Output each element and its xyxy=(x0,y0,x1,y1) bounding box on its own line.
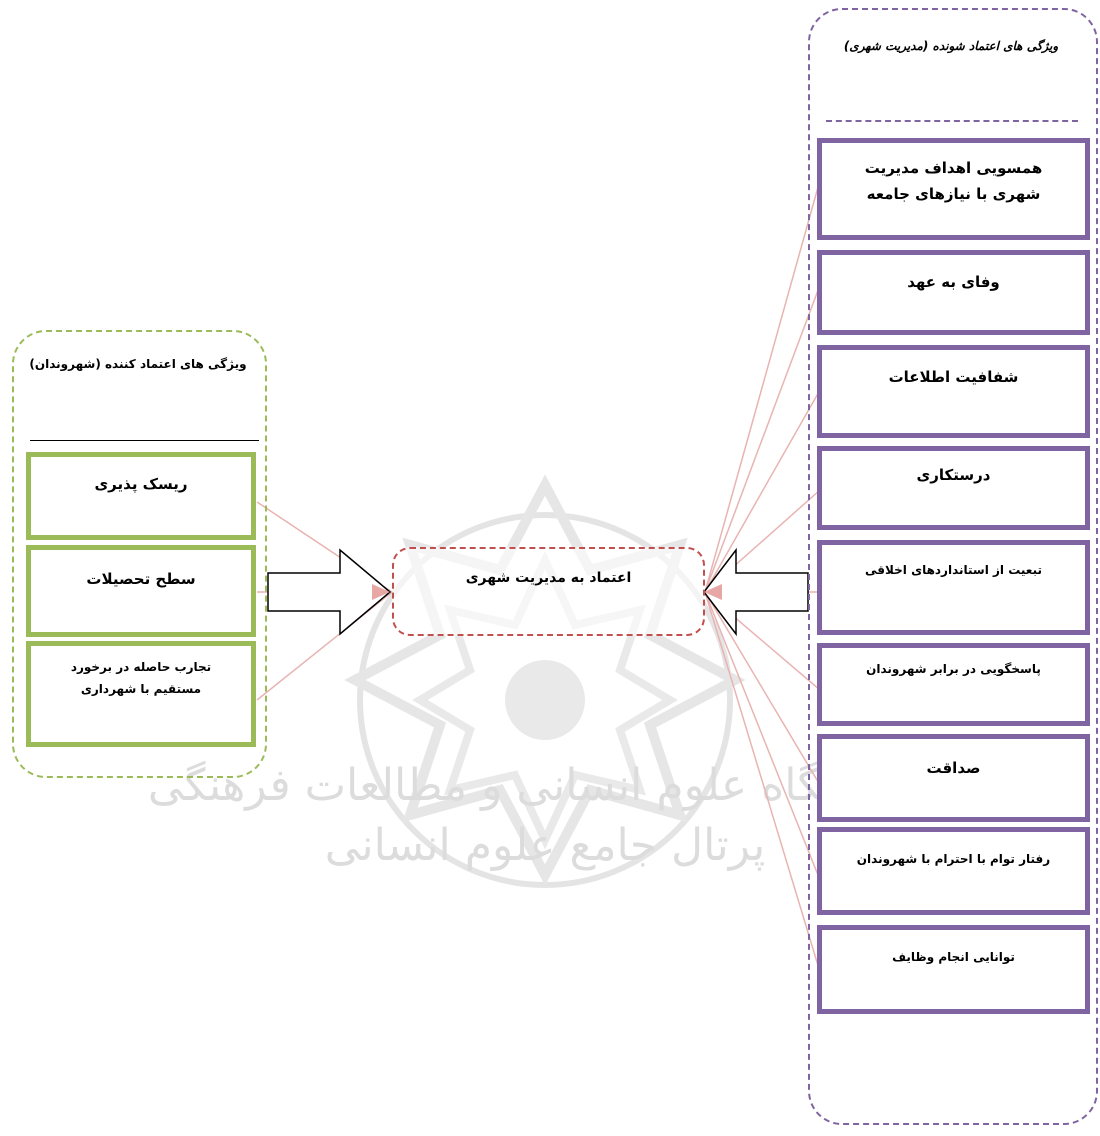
connector-right-8 xyxy=(704,591,821,881)
left-item-label: تجارب حاصله در برخورد مستقیم با شهرداری xyxy=(70,660,212,696)
right-item-label: رفتار توام با احترام با شهروندان xyxy=(856,852,1051,866)
right-item-label: همسویی اهداف مدیریت شهری با نیازهای جامع… xyxy=(864,159,1043,203)
right-group-title: ویژگی های اعتماد شونده (مدیریت شهری) xyxy=(843,39,1059,53)
right-item-task-capability: توانایی انجام وظایف xyxy=(817,925,1090,1014)
connector-right-1 xyxy=(704,179,821,593)
right-item-respectful-behavior: رفتار توام با احترام با شهروندان xyxy=(817,827,1090,915)
left-group-divider xyxy=(30,440,259,441)
arrowhead-left-fill xyxy=(372,584,390,600)
right-item-transparency: شفافیت اطلاعات xyxy=(817,345,1090,438)
arrow-right-to-center xyxy=(703,547,809,637)
left-group-title: ویژگی های اعتماد کننده (شهروندان) xyxy=(29,357,247,371)
right-group-frame xyxy=(808,8,1098,1125)
right-item-accountability: پاسخگویی در برابر شهروندان xyxy=(817,643,1090,726)
right-item-honesty: صداقت xyxy=(817,734,1090,822)
right-item-ethical-standards: تبعیت از استانداردهای اخلاقی xyxy=(817,540,1090,635)
right-item-keeping-promises: وفای به عهد xyxy=(817,250,1090,335)
connector-right-2 xyxy=(704,284,821,593)
right-item-label: صداقت xyxy=(926,759,981,777)
right-item-label: پاسخگویی در برابر شهروندان xyxy=(866,662,1041,676)
right-item-integrity: درستکاری xyxy=(817,446,1090,530)
arrowhead-right-fill xyxy=(704,584,722,600)
watermark-line2: پرتال جامع علوم انسانی xyxy=(325,820,766,871)
right-group-divider xyxy=(826,120,1078,122)
left-item-label: سطح تحصیلات xyxy=(86,570,196,588)
connector-right-9 xyxy=(704,591,821,973)
right-item-goal-alignment: همسویی اهداف مدیریت شهری با نیازهای جامع… xyxy=(817,138,1090,240)
left-item-direct-experience: تجارب حاصله در برخورد مستقیم با شهرداری xyxy=(26,641,256,747)
center-concept-box: اعتماد به مدیریت شهری xyxy=(392,547,705,636)
center-label: اعتماد به مدیریت شهری xyxy=(465,570,632,586)
left-item-education: سطح تحصیلات xyxy=(26,545,256,637)
right-item-label: شفافیت اطلاعات xyxy=(888,368,1019,386)
right-item-label: وفای به عهد xyxy=(907,273,1000,291)
left-item-risk-taking: ریسک پذیری xyxy=(26,452,256,540)
right-item-label: درستکاری xyxy=(916,466,991,484)
left-item-label: ریسک پذیری xyxy=(94,475,188,493)
left-group-frame xyxy=(12,330,267,778)
connector-right-3 xyxy=(704,389,821,593)
right-item-label: تبعیت از استانداردهای اخلاقی xyxy=(865,563,1042,577)
connector-right-7 xyxy=(704,591,821,786)
arrow-left-to-center xyxy=(267,548,392,636)
right-item-label: توانایی انجام وظایف xyxy=(892,950,1015,964)
